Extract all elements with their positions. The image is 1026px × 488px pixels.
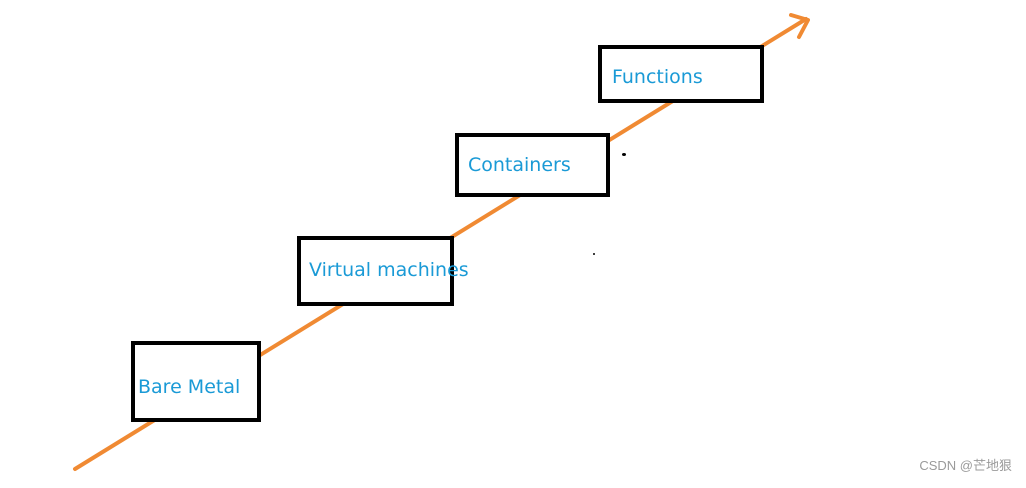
arrow-head xyxy=(789,13,810,39)
stage-label-containers: Containers xyxy=(468,154,571,176)
stray-mark xyxy=(593,253,595,255)
watermark: CSDN @芒地狠 xyxy=(919,458,1012,473)
stage-label-bare-metal: Bare Metal xyxy=(138,376,241,398)
stage-box-bare-metal xyxy=(131,341,261,422)
stage-box-containers xyxy=(455,133,610,197)
stage-box-functions xyxy=(598,45,764,103)
stage-label-virtual-machines: Virtual machines xyxy=(309,259,469,281)
stray-mark xyxy=(622,153,626,156)
stage-box-virtual-machines xyxy=(297,236,454,306)
stage-label-functions: Functions xyxy=(612,66,703,88)
